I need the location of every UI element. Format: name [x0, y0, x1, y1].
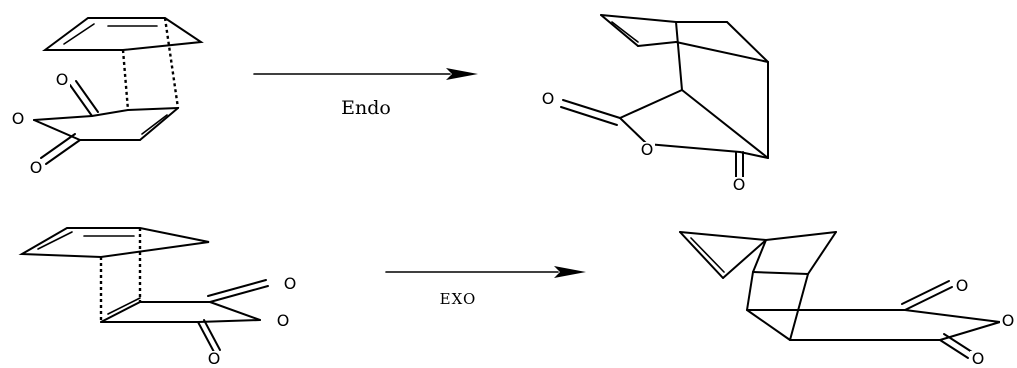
endo-reactant-oxygen-ring: O	[12, 109, 25, 128]
endo-forming-bond-2	[163, 17, 180, 109]
exo-arrow: EXO	[385, 266, 586, 308]
endo-maleic-anhydride: O O O	[10, 70, 179, 177]
exo-reactant-oxygen-1: O	[284, 274, 297, 293]
endo-reactant-oxygen-1: O	[56, 70, 69, 89]
exo-reactants: O O O	[18, 227, 298, 368]
exo-maleic-anhydride: O O O	[100, 274, 298, 368]
exo-product-oxygen-1: O	[956, 276, 969, 295]
exo-product-oxygen-2: O	[972, 349, 985, 368]
endo-reactant-oxygen-2: O	[30, 158, 43, 177]
endo-product: O O O	[540, 14, 769, 194]
endo-product-oxygen-ring: O	[641, 140, 654, 159]
endo-product-oxygen-2: O	[733, 175, 746, 194]
endo-arrow: Endo	[253, 68, 478, 119]
exo-reactant-oxygen-2: O	[208, 349, 221, 368]
endo-cyclopentadiene	[41, 17, 204, 51]
exo-cyclopentadiene	[18, 227, 210, 259]
endo-forming-bond-1	[121, 49, 130, 111]
exo-label: EXO	[440, 290, 477, 308]
endo-product-oxygen-1: O	[542, 89, 555, 108]
exo-product-oxygen-ring: O	[1002, 311, 1015, 330]
endo-label: Endo	[341, 97, 391, 119]
exo-reactant-oxygen-ring: O	[277, 311, 290, 330]
endo-reactants: O O O	[10, 17, 204, 177]
exo-product: O O O	[679, 231, 1016, 368]
